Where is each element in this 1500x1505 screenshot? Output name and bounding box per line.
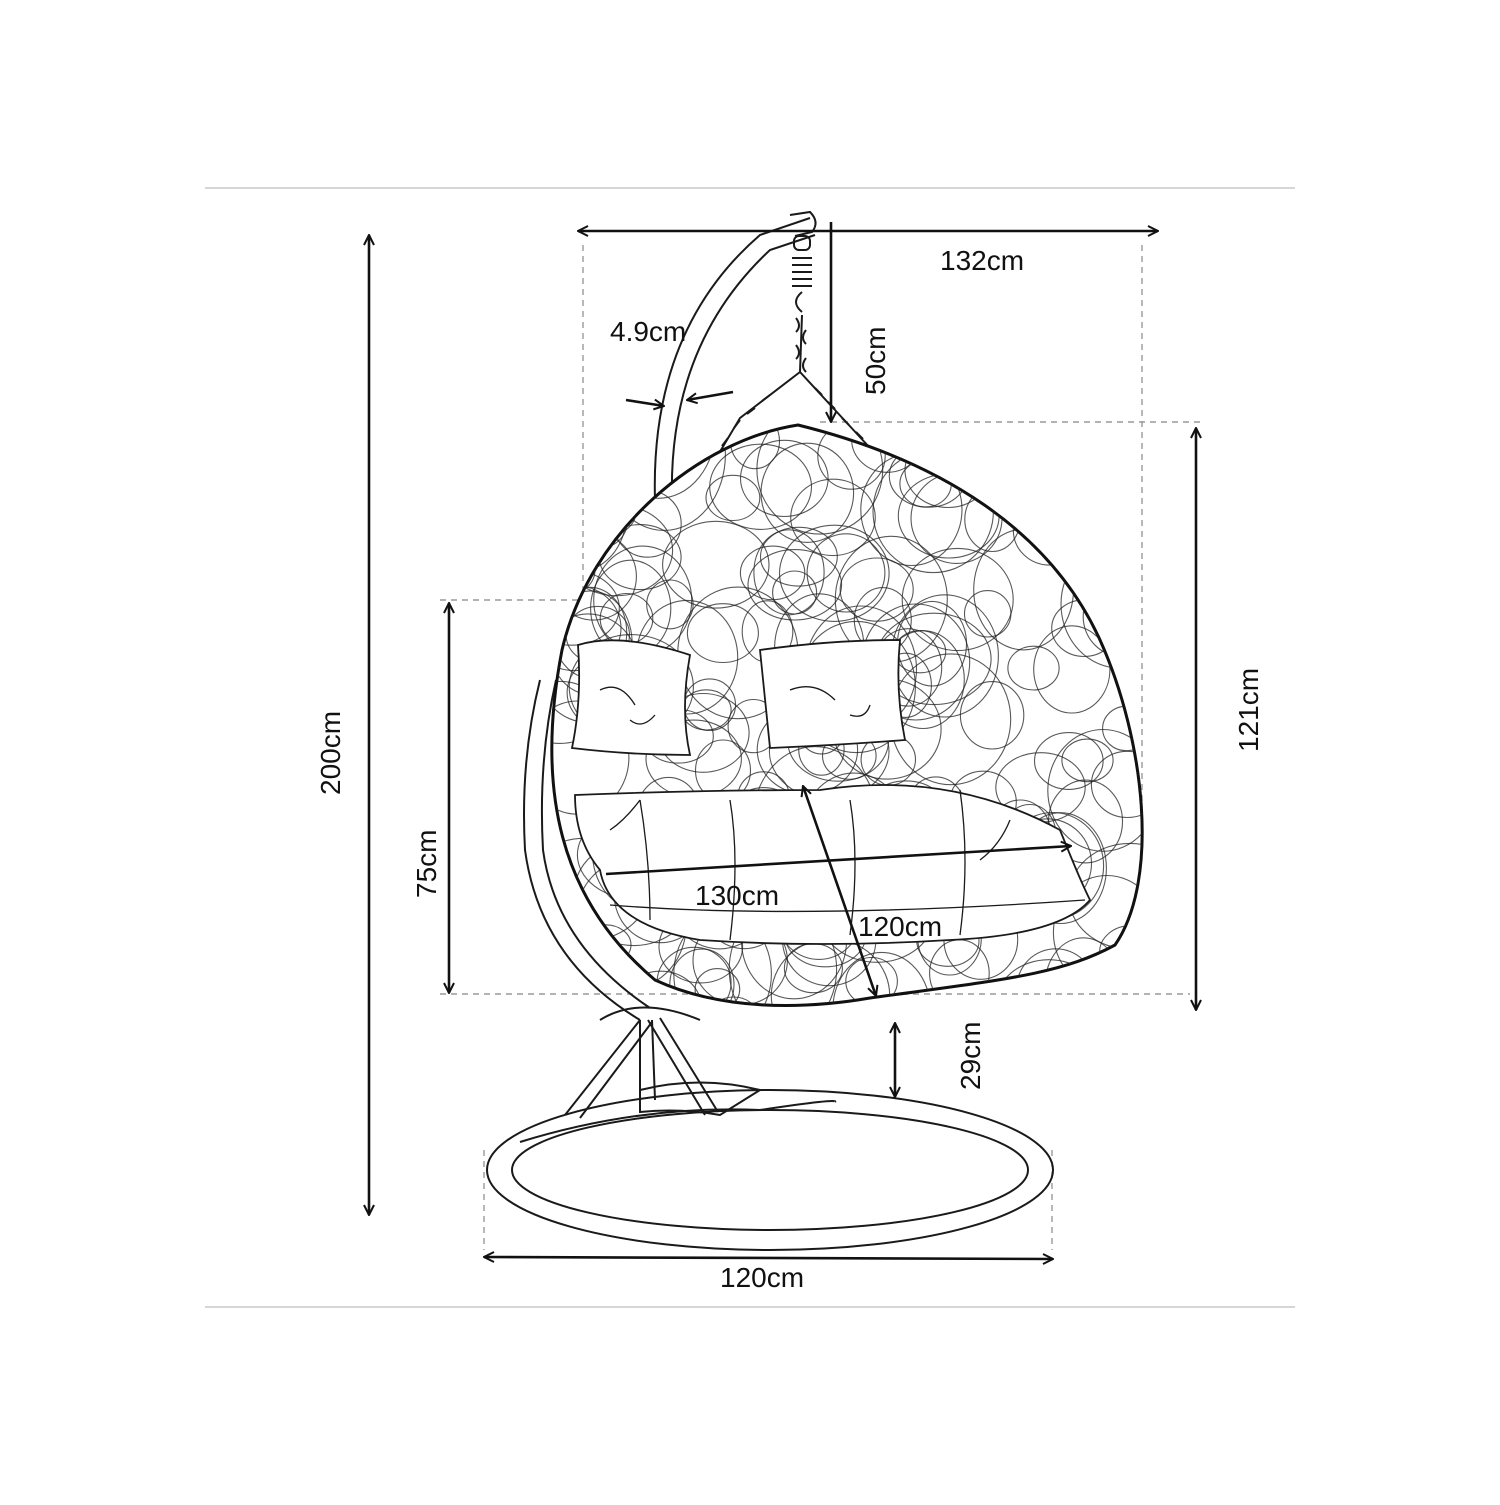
- weave-loop: [1076, 428, 1143, 519]
- weave-loop: [947, 425, 1004, 460]
- base-width-120-arrow: [484, 1257, 1053, 1259]
- weave-loop: [1007, 645, 1060, 691]
- pole-thickness-arrow-right: [687, 390, 734, 400]
- spring-and-chain: [717, 235, 871, 456]
- weave-loop: [619, 970, 702, 1006]
- label-pod-height: 121cm: [1233, 668, 1264, 752]
- weave-loop: [760, 442, 855, 543]
- weave-loop: [662, 520, 770, 609]
- weave-loop: [633, 427, 686, 467]
- support-pole: [523, 210, 817, 1021]
- weave-loop: [1033, 625, 1111, 714]
- weave-loop: [1082, 575, 1143, 658]
- weave-loop: [1012, 494, 1087, 566]
- weave-loop: [551, 458, 627, 574]
- weave-loop: [922, 425, 970, 450]
- weave-loop: [669, 948, 735, 1006]
- stand-legs: [564, 1006, 719, 1119]
- weave-loop: [832, 951, 931, 1006]
- weave-loop: [1033, 732, 1104, 790]
- weave-loop: [817, 425, 886, 490]
- weave-loop: [1111, 425, 1143, 457]
- pole-thickness-arrow-left: [625, 400, 664, 406]
- circular-base: [486, 1081, 1054, 1251]
- seat-depth-120-arrow: [803, 786, 876, 996]
- label-seat-depth: 120cm: [858, 911, 942, 942]
- weave-loop: [778, 524, 890, 622]
- weave-loop: [747, 549, 843, 621]
- weave-loop: [790, 478, 876, 557]
- label-base-width: 120cm: [720, 1262, 804, 1293]
- weave-loop: [1084, 425, 1143, 459]
- weave-loop: [839, 557, 914, 622]
- weave-loop: [959, 681, 1025, 750]
- weave-loop: [739, 545, 806, 601]
- weave-loop: [705, 474, 761, 522]
- label-opening-height: 75cm: [411, 830, 442, 898]
- weave-loop: [759, 526, 838, 587]
- dimension-labels: 132cm 4.9cm 50cm 200cm 121cm 75cm 130cm …: [315, 245, 1264, 1293]
- weave-loop: [579, 483, 637, 537]
- weave-loop: [739, 439, 829, 518]
- weave-loop: [901, 547, 1014, 652]
- weave-loop: [994, 959, 1104, 1006]
- weave-loop: [686, 603, 759, 664]
- label-chain-length: 50cm: [860, 327, 891, 395]
- weave-loop: [1061, 738, 1114, 783]
- label-pole-thickness: 4.9cm: [610, 316, 686, 347]
- label-top-width: 132cm: [940, 245, 1024, 276]
- label-seat-width: 130cm: [695, 880, 779, 911]
- label-ground-clearance: 29cm: [955, 1022, 986, 1090]
- weave-loop: [806, 533, 886, 613]
- weave-loop: [1099, 925, 1143, 980]
- dimension-arrows: [369, 222, 1196, 1259]
- weave-loop: [1102, 979, 1143, 1006]
- weave-loop: [1090, 750, 1143, 819]
- weave-loop: [710, 996, 757, 1006]
- weave-loop: [551, 959, 611, 1006]
- weave-loop: [1047, 728, 1143, 852]
- weave-loop: [694, 968, 741, 1006]
- weave-loop: [923, 425, 986, 460]
- weave-loop: [756, 425, 884, 535]
- weave-loop: [646, 579, 694, 630]
- weave-loop: [753, 529, 825, 616]
- label-total-height: 200cm: [315, 711, 346, 795]
